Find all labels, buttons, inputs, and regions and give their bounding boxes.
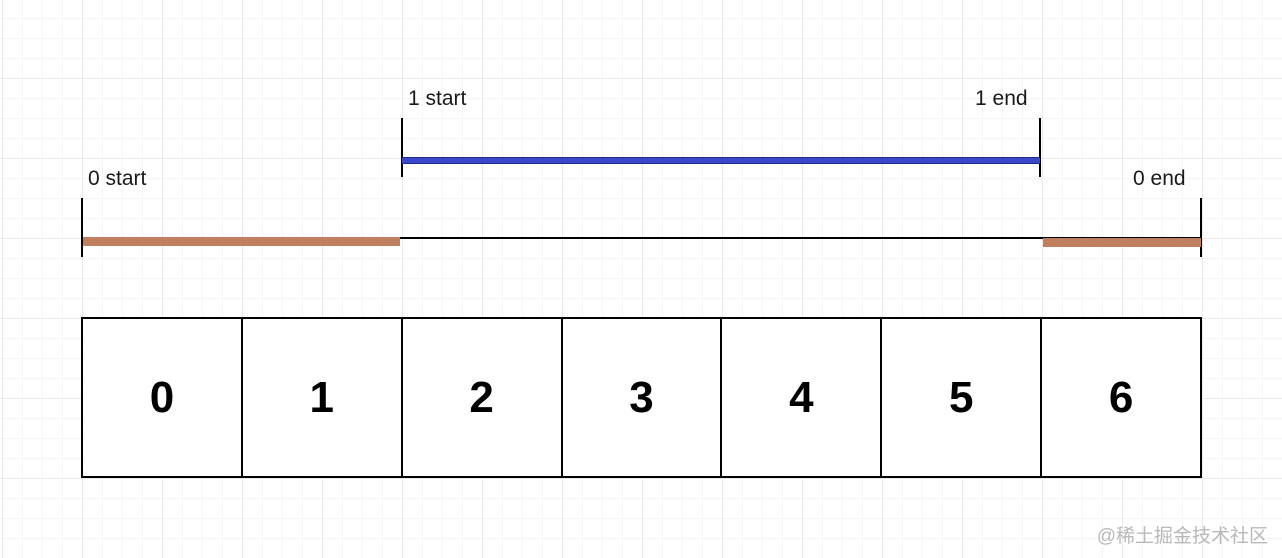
array-cell: 3 [563, 319, 723, 476]
array-cell: 0 [83, 319, 243, 476]
zero-end-tick [1200, 198, 1202, 257]
array-cell: 1 [243, 319, 403, 476]
baseline [81, 237, 1202, 239]
array-cell: 6 [1042, 319, 1203, 476]
zero-end-label: 0 end [1133, 167, 1186, 190]
array-cell: 4 [722, 319, 883, 476]
array-cell: 2 [403, 319, 563, 476]
one-end-label: 1 end [975, 87, 1028, 110]
zero-start-tick [81, 198, 83, 257]
watermark: @稀土掘金技术社区 [1096, 526, 1268, 547]
one-start-label: 1 start [408, 87, 467, 110]
array-cells: 0 1 2 3 4 5 6 [81, 317, 1203, 478]
one-end-tick [1039, 118, 1041, 177]
zero-start-label: 0 start [88, 167, 147, 190]
range-zero-bar-right [1043, 238, 1201, 247]
array-cell: 5 [882, 319, 1043, 476]
range-zero-bar-left [83, 237, 400, 246]
range-one-bar [402, 157, 1040, 164]
one-start-tick [401, 118, 403, 177]
